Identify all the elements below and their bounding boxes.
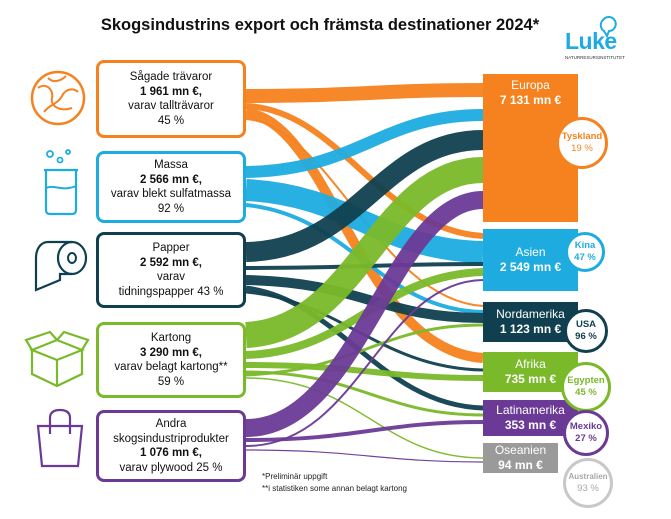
source-papper: Papper 2 592 mn €, varav tidningspapper … bbox=[96, 232, 246, 308]
flow-kartong-latinamerika bbox=[245, 370, 484, 417]
logo-subtitle: NATURRESURSINSTITUTET bbox=[565, 55, 625, 60]
flow-sagade-afrika bbox=[245, 108, 484, 363]
dest-nordamerika: Nordamerika 1 123 mn € bbox=[483, 302, 578, 342]
speech-bubble-icon bbox=[599, 16, 617, 39]
wood-log-icon bbox=[30, 70, 86, 126]
flow-kartong-europa bbox=[244, 157, 484, 348]
page-title: Skogsindustrins export och främsta desti… bbox=[100, 16, 540, 34]
country-usa: USA 96 % bbox=[564, 309, 608, 353]
beaker-icon bbox=[44, 149, 78, 216]
flow-andra-asien bbox=[245, 279, 484, 447]
flow-andra-europa bbox=[245, 191, 484, 437]
dest-asien: Asien 2 549 mn € bbox=[483, 229, 578, 291]
dest-latinamerika: Latinamerika 353 mn € bbox=[483, 400, 578, 436]
country-kina: Kina 47 % bbox=[565, 232, 605, 272]
country-mexiko: Mexiko 27 % bbox=[563, 410, 609, 456]
source-massa: Massa 2 566 mn €, varav blekt sulfatmass… bbox=[96, 151, 246, 223]
country-australien: Australien 93 % bbox=[563, 458, 613, 508]
logo-name: Luke bbox=[565, 28, 617, 54]
flow-andra-oseanien bbox=[245, 449, 484, 463]
flow-massa-asien bbox=[245, 179, 484, 263]
footnote-kartong: **i statistiken some annan belagt karton… bbox=[262, 484, 407, 493]
flow-papper-nordamerika bbox=[245, 275, 484, 323]
source-kartong: Kartong 3 290 mn €, varav belagt kartong… bbox=[96, 322, 246, 398]
open-box-icon bbox=[24, 330, 90, 388]
flow-sagade-europa bbox=[245, 83, 484, 103]
flow-massa-europa bbox=[245, 109, 484, 178]
source-andra: Andra skogsindustriprodukter 1 076 mn €,… bbox=[96, 410, 246, 482]
flow-kartong-oseanien bbox=[245, 377, 484, 459]
shopping-bag-icon bbox=[36, 408, 84, 468]
flow-kartong-afrika bbox=[245, 362, 484, 381]
paper-roll-icon bbox=[34, 240, 88, 292]
footnote-preliminary: *Preliminär uppgift bbox=[262, 472, 328, 481]
flow-kartong-nordamerika bbox=[245, 323, 484, 377]
flow-sagade-asien bbox=[245, 103, 484, 239]
flow-papper-europa bbox=[245, 130, 484, 262]
country-egypten: Egypten 45 % bbox=[561, 362, 611, 412]
source-sagade-travaror: Sågade trävaror 1 961 mn €, varav talltr… bbox=[96, 60, 246, 138]
country-tyskland: Tyskland 19 % bbox=[556, 117, 608, 169]
dest-oseanien: Oseanien 94 mn € bbox=[483, 443, 558, 473]
